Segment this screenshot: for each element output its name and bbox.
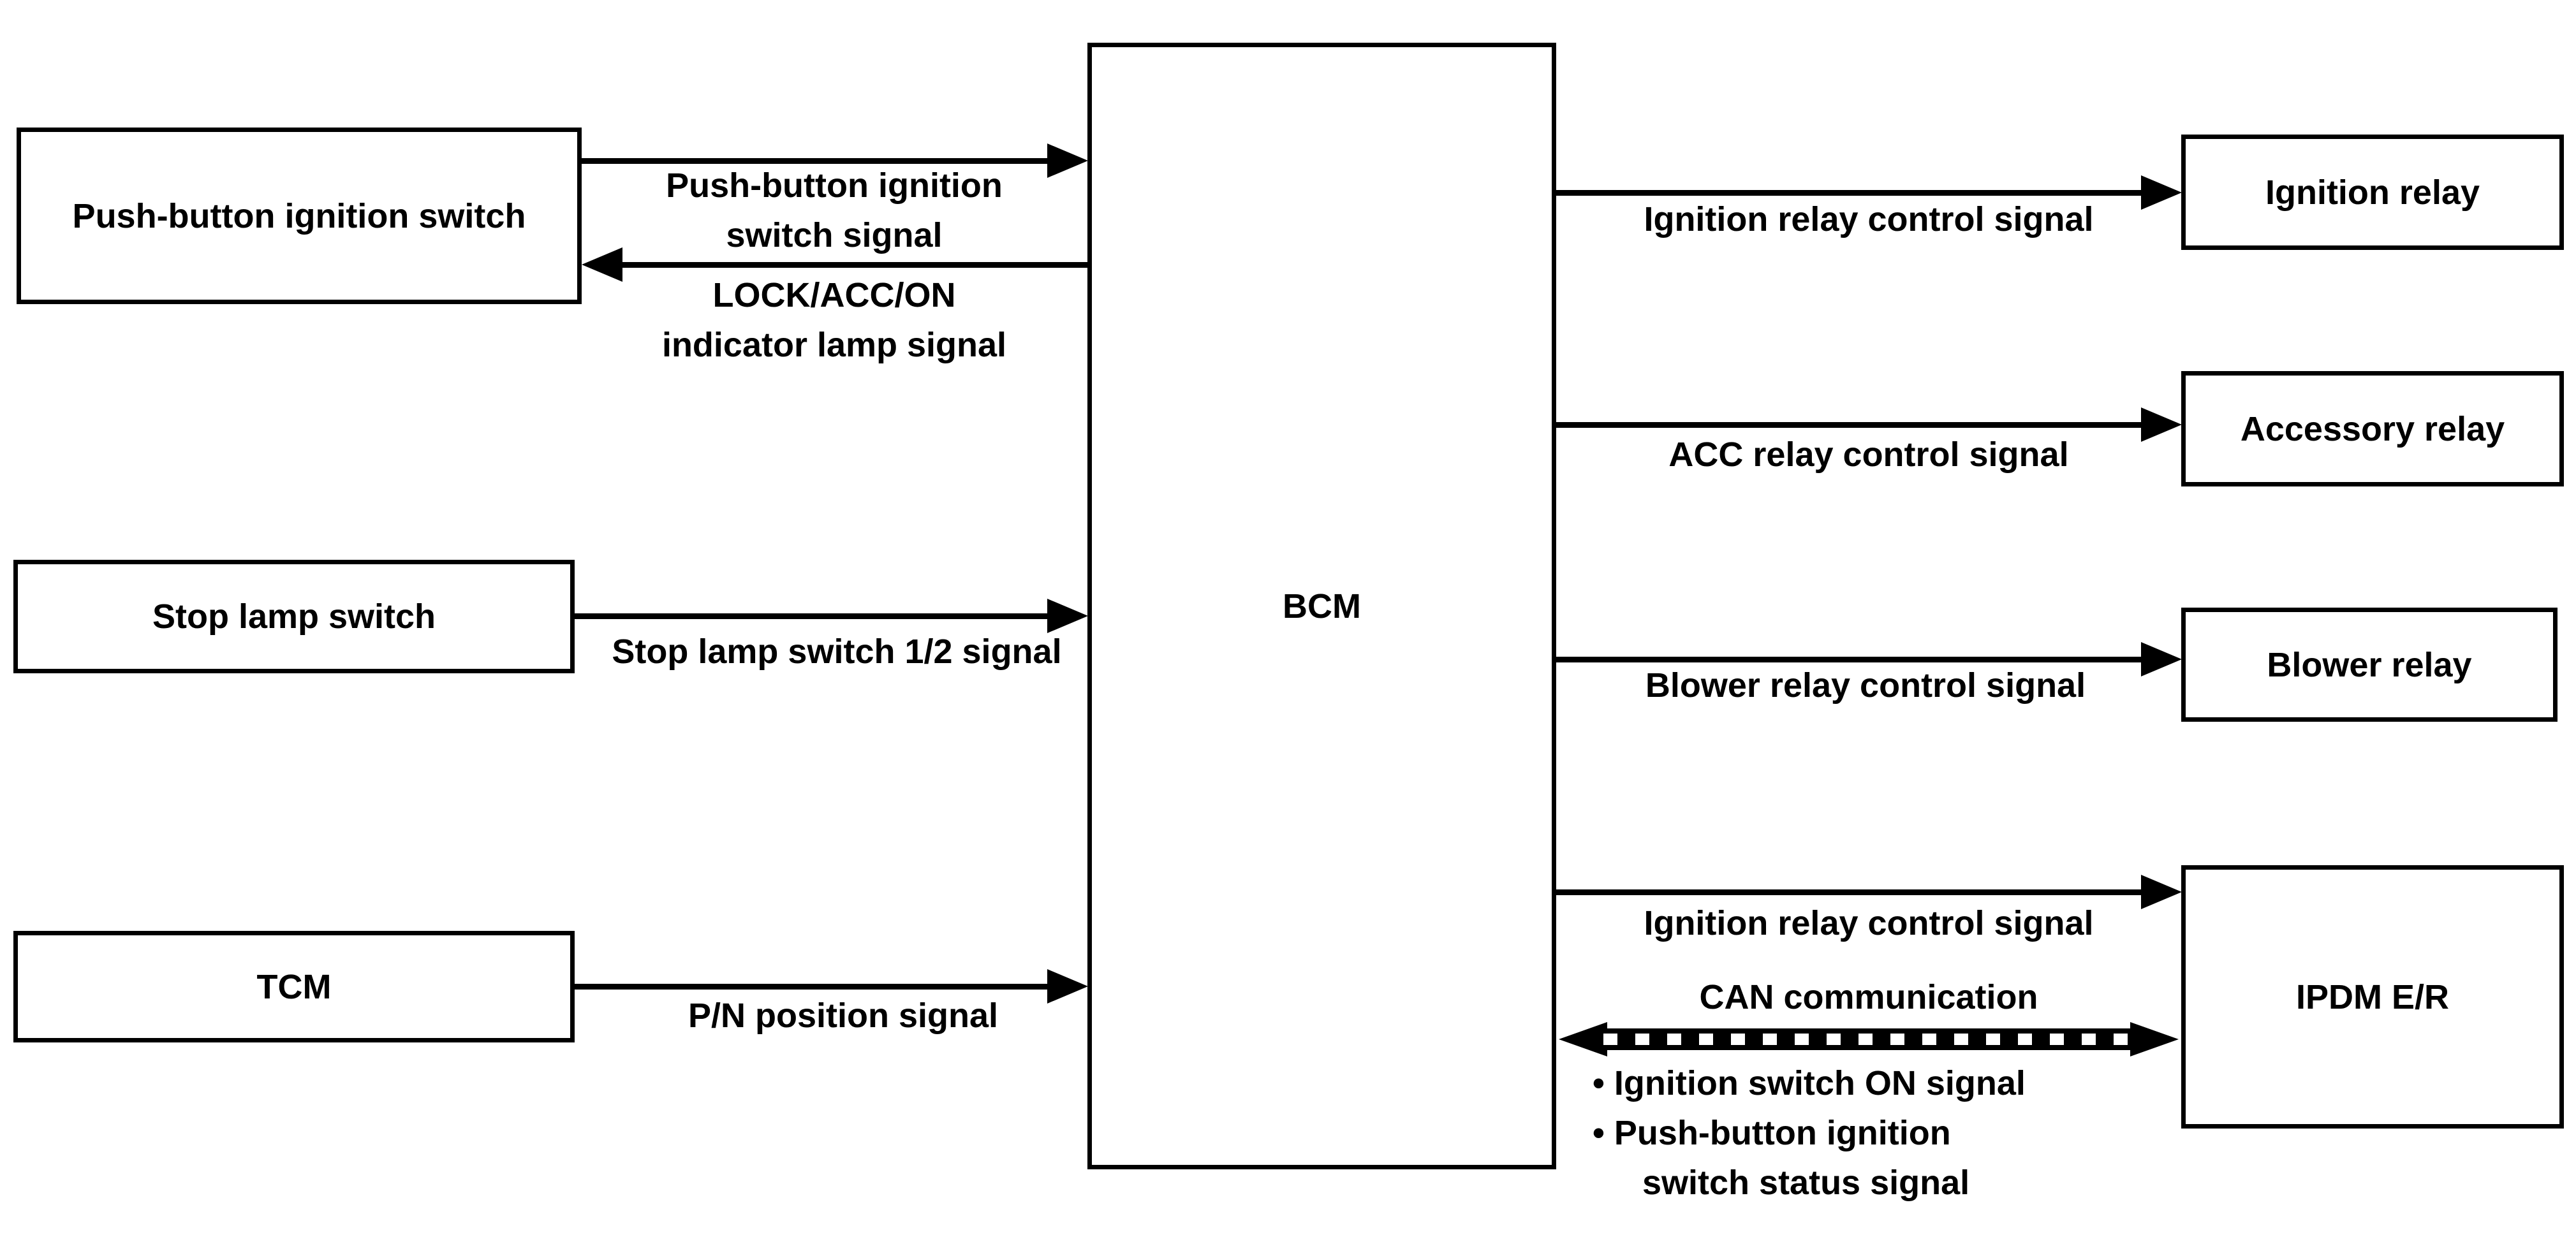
node-blower-relay: Blower relay [2181, 608, 2558, 722]
node-accessory-relay: Accessory relay [2181, 371, 2564, 486]
label-pn-position-signal: P/N position signal [688, 997, 999, 1035]
label-lock-acc-on-indicator-lamp-signal: LOCK/ACC/ON indicator lamp signal [661, 276, 1007, 364]
node-label: Ignition relay [2265, 173, 2480, 212]
node-label: TCM [256, 967, 332, 1006]
can-stripes-pattern [1603, 1034, 2134, 1045]
arrow-bcm-to-pbis [621, 262, 1087, 268]
arrow-bcm-to-ipdm [1556, 889, 2143, 895]
arrow-pbis-to-bcm [582, 158, 1050, 164]
node-label: Stop lamp switch [152, 597, 436, 636]
arrow-stop-lamp-to-bcm [575, 613, 1050, 619]
node-ignition-relay: Ignition relay [2181, 135, 2564, 250]
node-label: Blower relay [2267, 645, 2472, 684]
can-bullet-push-button-status-line2: switch status signal [1642, 1164, 1970, 1202]
label-blower-relay-control-signal: Blower relay control signal [1645, 666, 2086, 705]
node-tcm: TCM [13, 931, 575, 1042]
can-bullet-ignition-switch-on: • Ignition switch ON signal [1593, 1064, 2026, 1102]
arrowhead-right-icon [2141, 875, 2182, 909]
arrow-bcm-to-ignition-relay [1556, 190, 2143, 196]
arrowhead-right-icon [2141, 175, 2182, 210]
node-label: BCM [1283, 587, 1361, 625]
node-stop-lamp-switch: Stop lamp switch [13, 560, 575, 673]
node-label: IPDM E/R [2295, 977, 2450, 1016]
node-push-button-ignition-switch: Push-button ignition switch [17, 128, 582, 304]
arrow-tcm-to-bcm [575, 984, 1050, 990]
arrowhead-right-icon [1047, 599, 1088, 633]
arrowhead-left-icon [1559, 1022, 1607, 1056]
arrow-bcm-to-accessory-relay [1556, 422, 2143, 428]
node-label: Push-button ignition switch [72, 196, 526, 235]
arrow-bcm-to-blower-relay [1556, 657, 2143, 662]
arrowhead-right-icon [1047, 969, 1088, 1004]
arrowhead-right-icon [2141, 642, 2182, 676]
node-label: Accessory relay [2240, 409, 2505, 448]
arrowhead-right-icon [1047, 143, 1088, 178]
label-ignition-relay-control-signal: Ignition relay control signal [1644, 200, 2094, 238]
can-striped-bar [1603, 1028, 2134, 1050]
can-signal-list: • Ignition switch ON signal • Push-butto… [1593, 1058, 2230, 1208]
can-bullet-push-button-status-line1: • Push-button ignition [1593, 1114, 1951, 1152]
can-communication-arrow [1559, 1022, 2179, 1056]
node-ipdm-er: IPDM E/R [2181, 865, 2564, 1129]
label-acc-relay-control-signal: ACC relay control signal [1668, 435, 2069, 474]
label-ignition-relay-control-signal-ipdm: Ignition relay control signal [1644, 904, 2094, 942]
label-stop-lamp-switch-signal: Stop lamp switch 1/2 signal [612, 632, 1062, 671]
label-push-button-ignition-switch-signal: Push-button ignition switch signal [666, 166, 1003, 254]
arrowhead-left-icon [582, 247, 622, 282]
label-can-communication: CAN communication [1699, 978, 2038, 1016]
arrowhead-right-icon [2141, 407, 2182, 442]
arrowhead-right-icon [2130, 1022, 2179, 1056]
node-bcm: BCM [1087, 43, 1556, 1169]
